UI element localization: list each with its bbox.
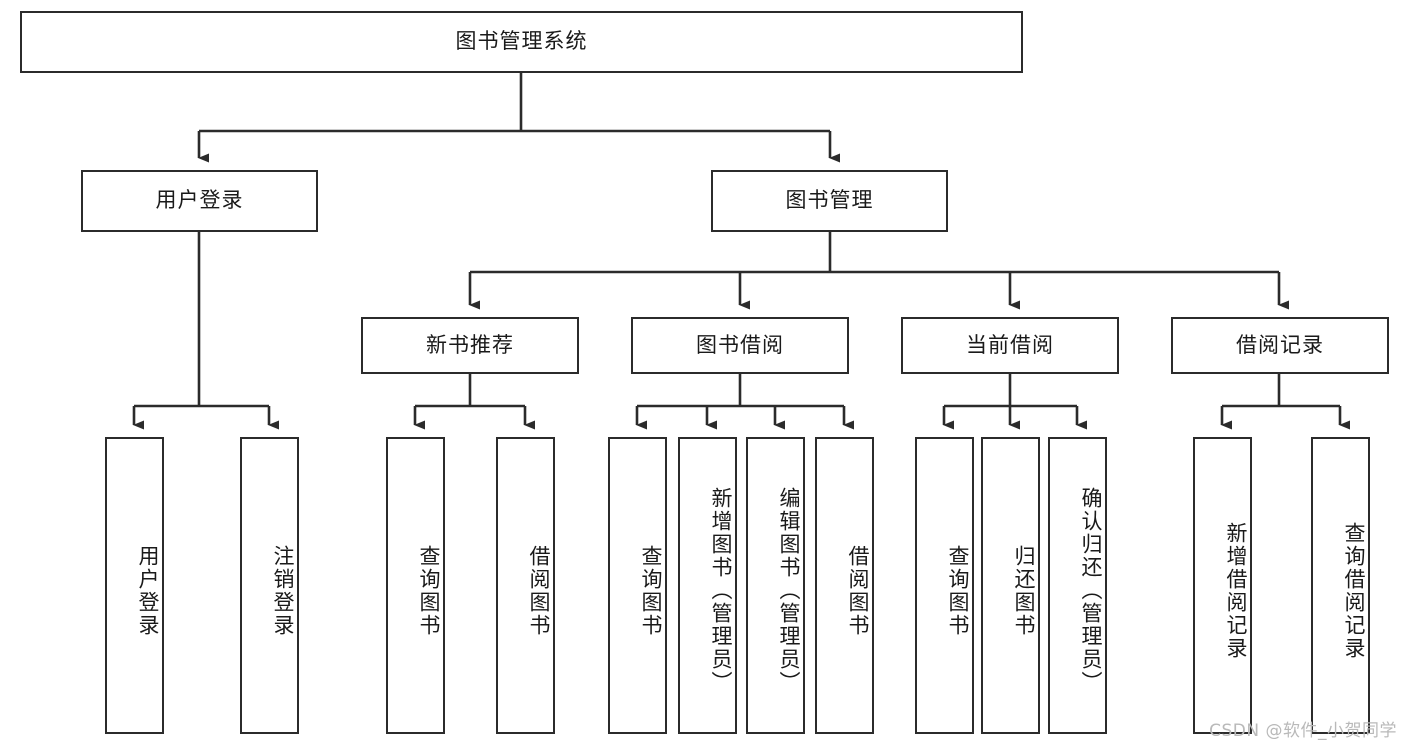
node-label: 查询图书 <box>639 544 663 637</box>
leaf-borrow-book[interactable]: 借阅图书 <box>815 437 874 734</box>
node-label: 图书管理 <box>785 188 874 213</box>
node-label: 借阅图书 <box>846 544 870 637</box>
node-label: 归还图书 <box>1012 544 1036 637</box>
node-label: 新书推荐 <box>426 332 514 357</box>
leaf-confirm-return-admin[interactable]: 确认归还（管理员） <box>1048 437 1107 734</box>
leaf-logout[interactable]: 注销登录 <box>240 437 299 734</box>
node-label: 编辑图书（管理员） <box>777 487 801 694</box>
node-label: 查询图书 <box>946 544 970 637</box>
node-label: 查询图书 <box>417 544 441 637</box>
node-new-book-recommend[interactable]: 新书推荐 <box>361 317 579 374</box>
node-label: 新增图书（管理员） <box>709 487 733 694</box>
leaf-query-borrow-record[interactable]: 查询借阅记录 <box>1311 437 1370 734</box>
node-user-login[interactable]: 用户登录 <box>81 170 318 232</box>
leaf-user-login[interactable]: 用户登录 <box>105 437 164 734</box>
leaf-query-book-borrow[interactable]: 查询图书 <box>608 437 667 734</box>
node-label: 确认归还（管理员） <box>1079 487 1103 694</box>
node-label: 借阅图书 <box>527 544 551 637</box>
node-label: 新增借阅记录 <box>1224 521 1248 660</box>
node-label: 注销登录 <box>271 544 295 637</box>
leaf-add-book-admin[interactable]: 新增图书（管理员） <box>678 437 737 734</box>
leaf-borrow-book-rec[interactable]: 借阅图书 <box>496 437 555 734</box>
leaf-return-book[interactable]: 归还图书 <box>981 437 1040 734</box>
node-label: 用户登录 <box>136 544 160 637</box>
node-label: 借阅记录 <box>1236 332 1324 357</box>
leaf-edit-book-admin[interactable]: 编辑图书（管理员） <box>746 437 805 734</box>
node-label: 当前借阅 <box>966 332 1054 357</box>
node-label: 用户登录 <box>155 188 244 213</box>
node-borrow-record[interactable]: 借阅记录 <box>1171 317 1389 374</box>
leaf-query-book-rec[interactable]: 查询图书 <box>386 437 445 734</box>
leaf-query-book-current[interactable]: 查询图书 <box>915 437 974 734</box>
node-label: 图书管理系统 <box>455 29 588 54</box>
node-root-system[interactable]: 图书管理系统 <box>20 11 1023 73</box>
node-label: 图书借阅 <box>696 332 784 357</box>
csdn-watermark: CSDN @软件_小贺同学 <box>1209 721 1397 741</box>
node-book-borrow[interactable]: 图书借阅 <box>631 317 849 374</box>
node-book-management[interactable]: 图书管理 <box>711 170 948 232</box>
leaf-add-borrow-record[interactable]: 新增借阅记录 <box>1193 437 1252 734</box>
node-label: 查询借阅记录 <box>1342 521 1366 660</box>
node-current-borrow[interactable]: 当前借阅 <box>901 317 1119 374</box>
